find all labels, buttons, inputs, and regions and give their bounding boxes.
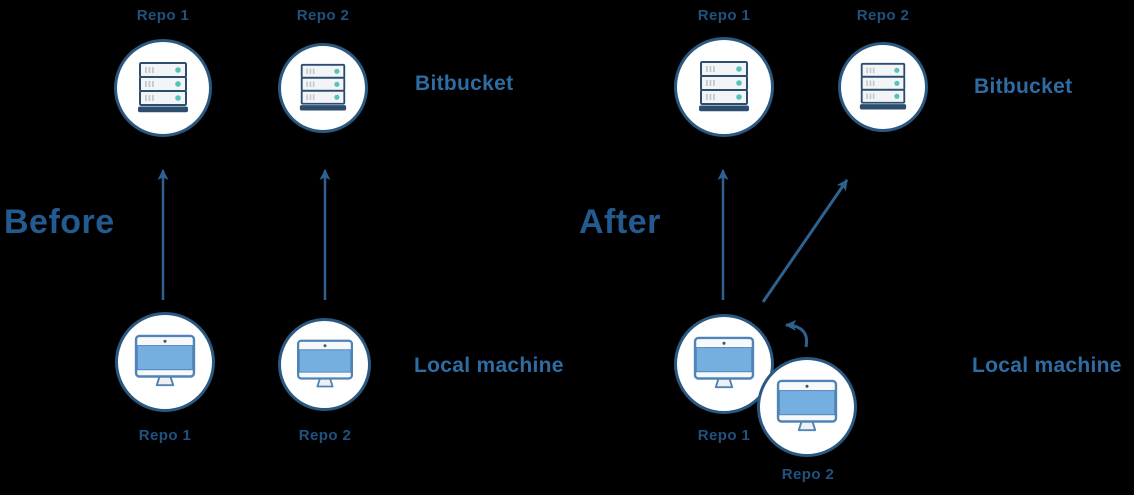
before-local-repo2-node (278, 318, 371, 411)
before-local-repo1-node (115, 312, 215, 412)
before-bitbucket-section-label: Bitbucket (415, 72, 514, 95)
after-local-section-label: Local machine (972, 354, 1122, 377)
server-rack-icon (677, 40, 771, 134)
before-local-section-label: Local machine (414, 354, 564, 377)
before-bitbucket-repo2-node (278, 43, 368, 133)
after-push-arrow-repo2 (761, 179, 849, 303)
before-bitbucket-repo1-node (114, 39, 212, 137)
after-heading: After (579, 203, 661, 241)
after-bitbucket-section-label: Bitbucket (974, 75, 1073, 98)
before-bitbucket-repo1-label: Repo 1 (136, 7, 190, 24)
after-bitbucket-repo2-label: Repo 2 (856, 7, 910, 24)
after-bitbucket-repo1-node (674, 37, 774, 137)
after-local-repo2-label: Repo 2 (781, 466, 835, 483)
desktop-monitor-icon (281, 321, 368, 408)
after-local-repo2-node (757, 357, 857, 457)
after-local-repo1-node (674, 314, 774, 414)
after-merge-curved-arrow (785, 319, 809, 348)
before-bitbucket-repo2-label: Repo 2 (296, 7, 350, 24)
after-local-repo1-label: Repo 1 (697, 427, 751, 444)
after-bitbucket-repo2-node (838, 42, 928, 132)
server-rack-icon (841, 45, 925, 129)
after-bitbucket-repo1-label: Repo 1 (697, 7, 751, 24)
before-local-repo2-label: Repo 2 (298, 427, 352, 444)
before-heading: Before (4, 203, 115, 241)
desktop-monitor-icon (760, 360, 854, 454)
desktop-monitor-icon (118, 315, 212, 409)
server-rack-icon (281, 46, 365, 130)
server-rack-icon (117, 42, 209, 134)
before-local-repo1-label: Repo 1 (138, 427, 192, 444)
